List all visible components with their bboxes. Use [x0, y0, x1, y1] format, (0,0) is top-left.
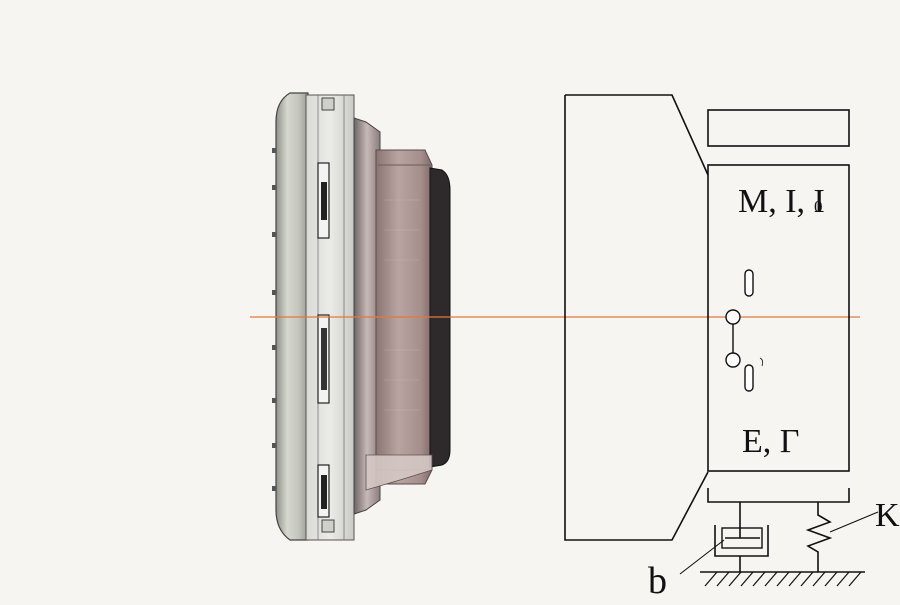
schematic-model [564, 94, 879, 587]
ground-hatching [704, 571, 862, 587]
body-block [707, 164, 850, 472]
rim-studs [272, 148, 276, 491]
mass-properties-label: M, I, I [738, 183, 825, 220]
elastic-properties-label: E, Γ [742, 423, 799, 460]
upper-joint-circle [725, 309, 741, 325]
damper-leader [679, 539, 725, 575]
mount-plate [707, 488, 850, 503]
top-plate [707, 109, 850, 147]
damper-label: b [648, 560, 667, 600]
rotor-top-tab [321, 97, 335, 111]
mass-properties-subscript: 0 [814, 197, 823, 216]
spring-symbol [805, 502, 833, 572]
lower-slot-symbol [744, 364, 754, 392]
spring-label: K [875, 497, 900, 534]
joint-symbols [725, 269, 764, 392]
rotor-bottom-tab [321, 519, 335, 533]
lower-joint-circle [725, 352, 741, 368]
upper-slot-symbol [744, 269, 754, 297]
damper-symbol [714, 502, 769, 557]
spring-leader [829, 511, 879, 533]
projection-outline [564, 94, 709, 541]
rotor-flange [353, 117, 381, 515]
